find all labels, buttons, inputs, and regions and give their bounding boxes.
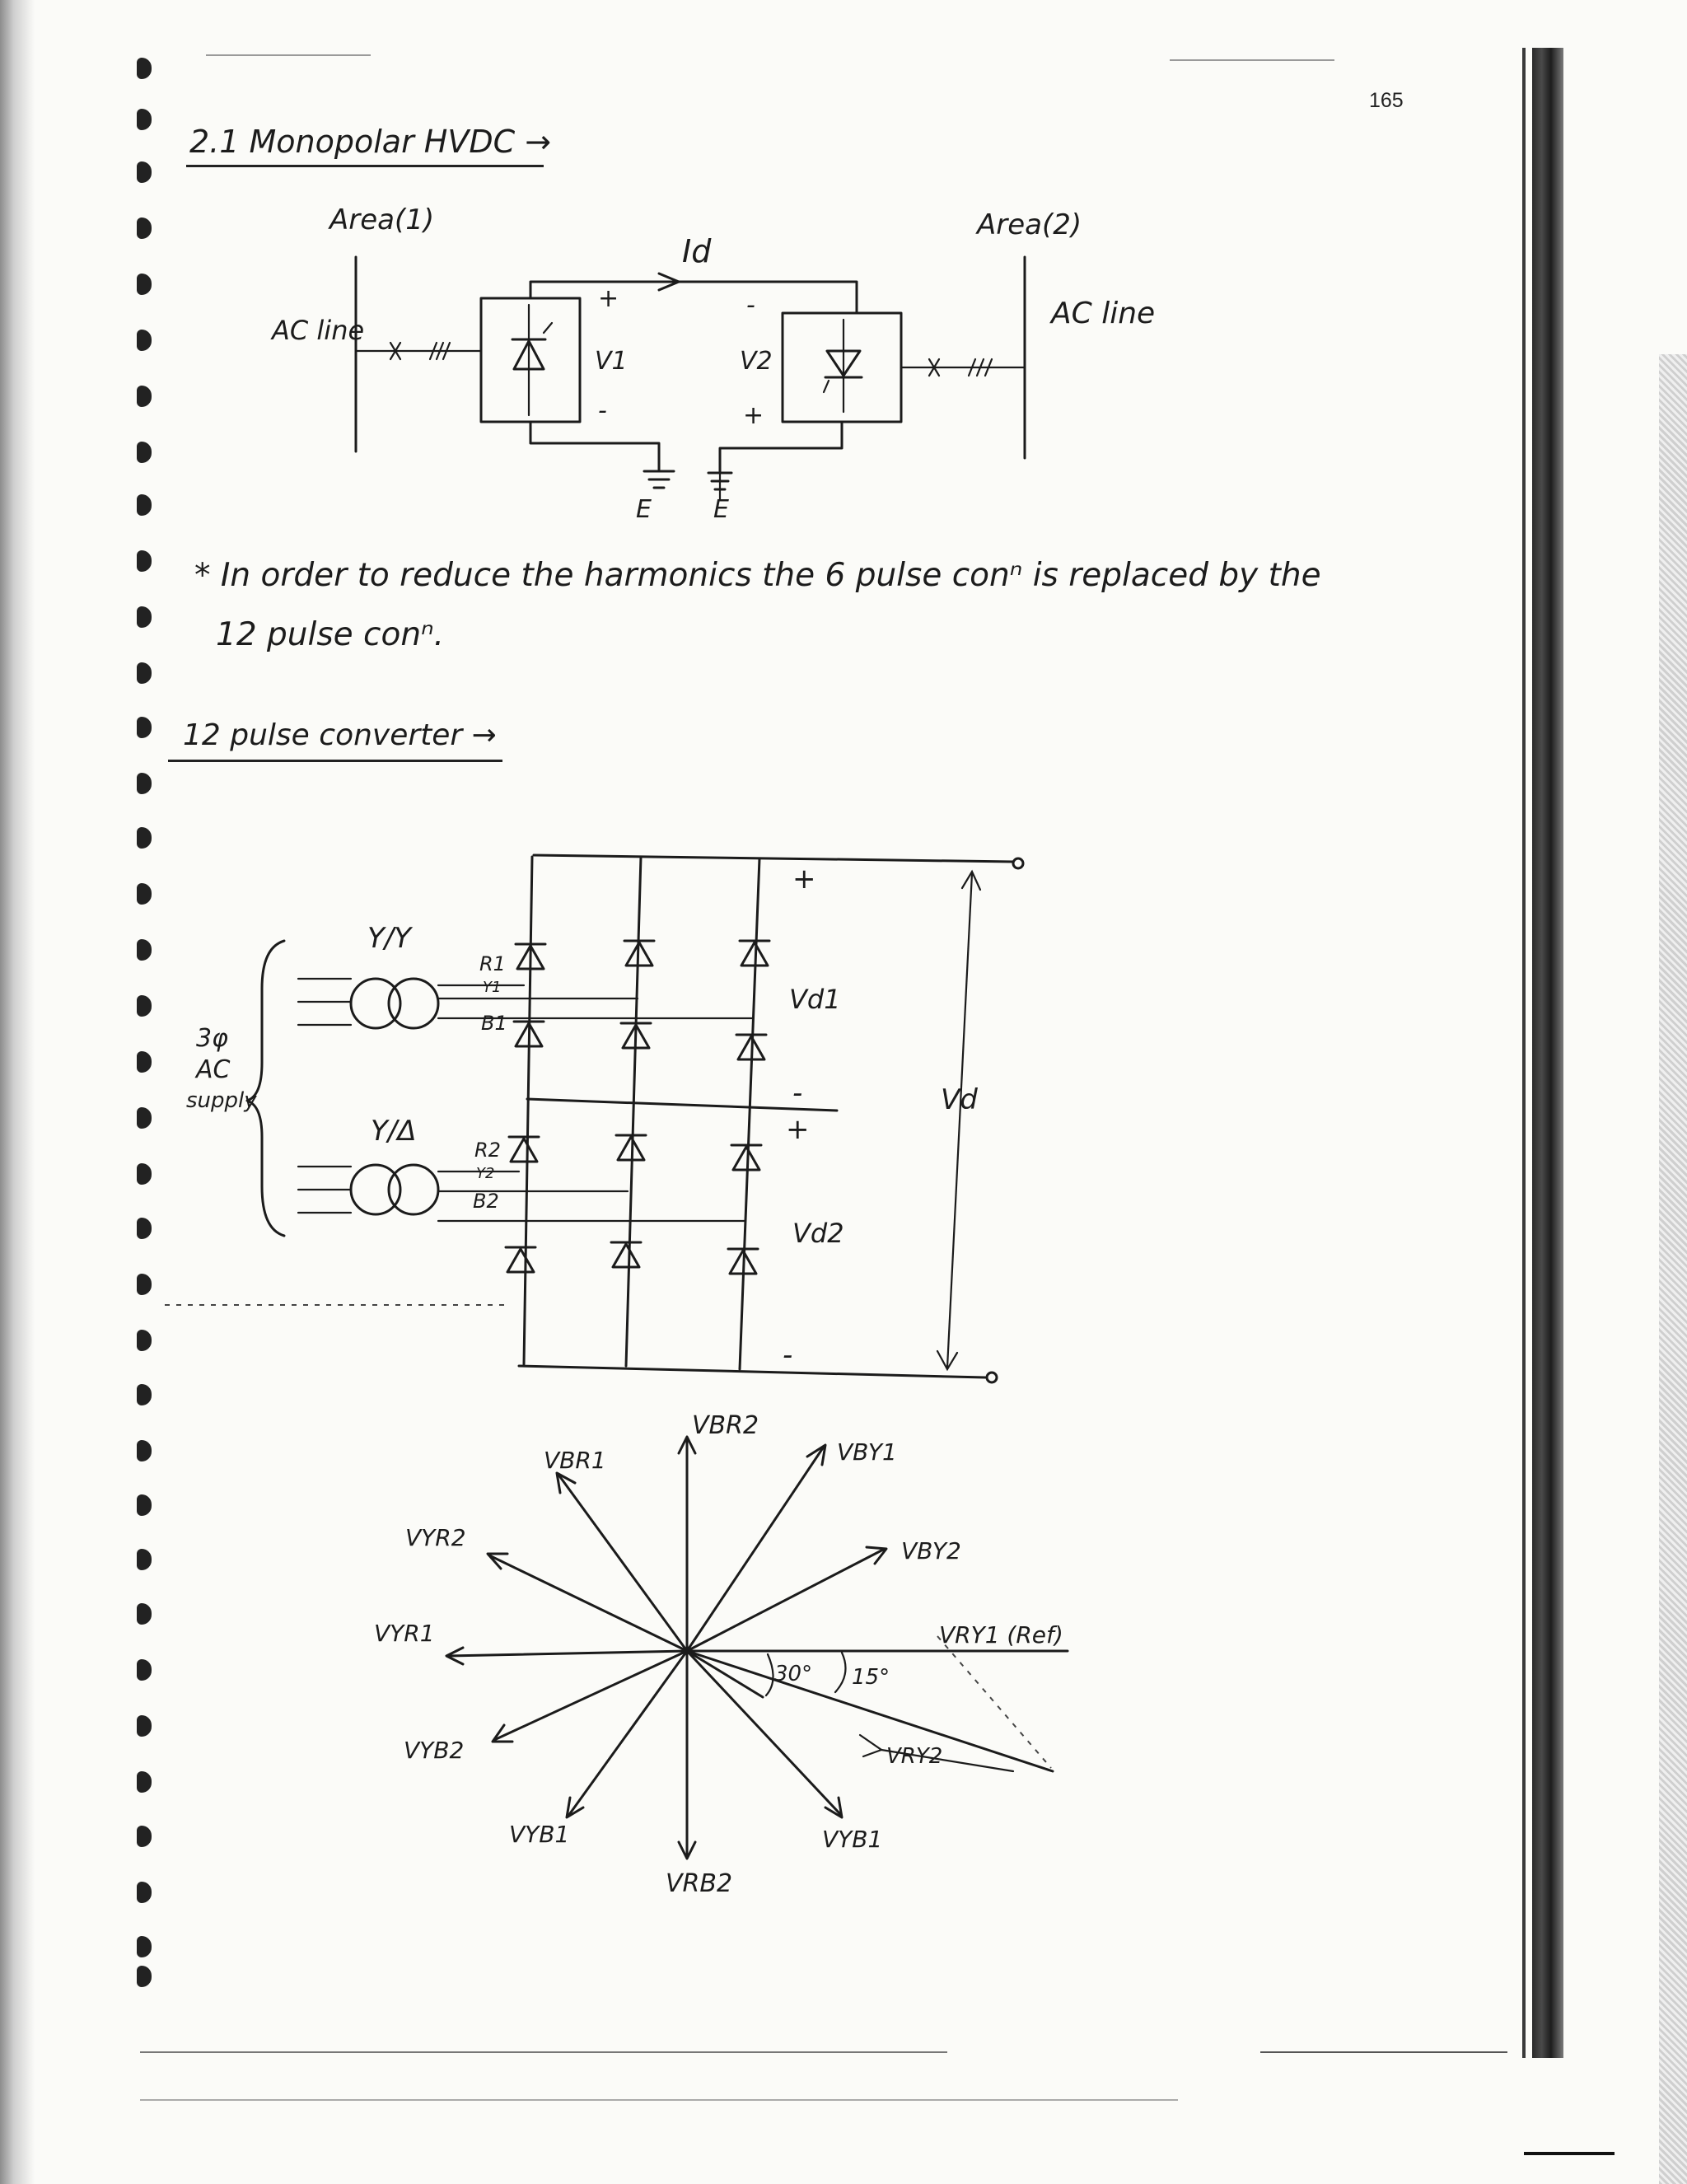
secondary-lines — [437, 984, 755, 1223]
vd2-plus: + — [786, 1113, 810, 1146]
vd2-minus: - — [783, 1339, 792, 1372]
phasor-vry1-ref: VRY1 (Ref) — [939, 1621, 1063, 1649]
vd1-label: Vd1 — [789, 984, 841, 1015]
phasor-vyr2: VYR2 — [405, 1524, 466, 1551]
vd1-plus: + — [792, 863, 816, 896]
bridge-leg-1 — [522, 855, 534, 1366]
bottom-rule — [1260, 2051, 1507, 2053]
note-text-1: In order to reduce the harmonics the 6 p… — [220, 557, 1321, 594]
bottom-rule — [140, 2051, 947, 2053]
supply-label-2: AC — [194, 1055, 231, 1084]
scan-mark — [1170, 59, 1334, 61]
current-arrow — [657, 272, 680, 292]
transformer-yy-label: Y/Y — [367, 922, 413, 955]
transformer-yy-winding-2 — [387, 977, 440, 1030]
v2-minus: - — [746, 291, 755, 320]
page-number: 165 — [1369, 89, 1404, 112]
phase-b2: B2 — [473, 1190, 499, 1213]
area2-label: Area(2) — [975, 208, 1082, 241]
scan-mark — [206, 54, 371, 56]
phase-r2: R2 — [474, 1139, 501, 1162]
area1-label: Area(1) — [328, 203, 434, 236]
ac-line-left-text: AC line — [270, 315, 364, 346]
v1-label: V1 — [595, 347, 628, 376]
bottom-dash — [1524, 2152, 1615, 2155]
supply-label-1: 3φ — [196, 1024, 228, 1053]
transformer-yy-winding-1 — [349, 977, 402, 1030]
phase-b1: B1 — [481, 1012, 507, 1035]
phasor-arrows — [445, 1435, 1069, 1860]
heading-underline — [186, 165, 544, 167]
vd-arrow — [946, 872, 974, 1369]
negative-terminal — [985, 1371, 998, 1384]
scan-edge-right — [1659, 354, 1687, 2184]
positive-terminal — [1012, 857, 1025, 870]
v2-plus: + — [743, 401, 764, 430]
phasor-vyr1: VYR1 — [374, 1620, 435, 1647]
current-label: Id — [682, 233, 712, 269]
earth-right: E — [713, 495, 729, 524]
return-left — [529, 420, 661, 471]
phasor-vyb1-left: VYB1 — [509, 1821, 569, 1848]
scan-shadow-left — [0, 0, 35, 2184]
dc-line — [529, 280, 858, 315]
note-bullet: * — [194, 557, 211, 594]
phasor-vry2: VRY2 — [886, 1744, 942, 1769]
thyristors-upper-bridge — [512, 939, 771, 1061]
transformer-yd-winding-2 — [387, 1163, 440, 1216]
phasor-vyb2: VYB2 — [404, 1737, 464, 1764]
supply-label-3: supply — [186, 1088, 257, 1113]
phasor-vrb2: VRB2 — [666, 1869, 732, 1898]
phase-y1: Y1 — [483, 979, 501, 996]
phase-r1: R1 — [479, 952, 506, 975]
binding-line — [1532, 48, 1563, 2058]
binding-line-thin — [1522, 48, 1526, 2058]
negative-rail — [517, 1364, 987, 1379]
ac-line-left-label: AC line — [270, 315, 364, 346]
vd2-label: Vd2 — [792, 1218, 844, 1249]
phasor-vby2: VBY2 — [901, 1537, 961, 1564]
note-line-2: 12 pulse conⁿ. — [216, 616, 445, 653]
section-heading-monopolar: 2.1 Monopolar HVDC → — [189, 124, 552, 160]
transformer-yd-label: Y/Δ — [371, 1115, 416, 1148]
v1-minus: - — [598, 396, 607, 425]
phasor-vbr2: VBR2 — [692, 1411, 759, 1440]
phasor-angle-30: 30° — [774, 1662, 812, 1686]
thyristors-lower-bridge — [504, 1134, 763, 1275]
mid-link — [526, 1097, 839, 1112]
phase-y2: Y2 — [476, 1165, 494, 1182]
phasor-vyb1-right: VYB1 — [822, 1826, 882, 1853]
bottom-rule — [140, 2099, 1178, 2101]
note-line-1: * In order to reduce the harmonics the 6… — [194, 557, 1321, 594]
section-heading-12-pulse: 12 pulse converter → — [183, 718, 497, 752]
ac-line-right-label: AC line — [1049, 297, 1155, 330]
v1-plus: + — [598, 284, 619, 313]
earth-left: E — [636, 495, 652, 524]
supply-brace — [245, 939, 286, 1237]
supply-lines — [297, 977, 353, 1214]
positive-rail — [532, 853, 1015, 863]
v2-label: V2 — [740, 347, 773, 376]
heading-underline-2 — [168, 760, 502, 762]
phasor-angle-15: 15° — [852, 1665, 890, 1690]
vd1-minus: - — [792, 1077, 802, 1110]
phasor-vbr1: VBR1 — [544, 1447, 606, 1474]
phasor-vby1: VBY1 — [837, 1438, 897, 1466]
